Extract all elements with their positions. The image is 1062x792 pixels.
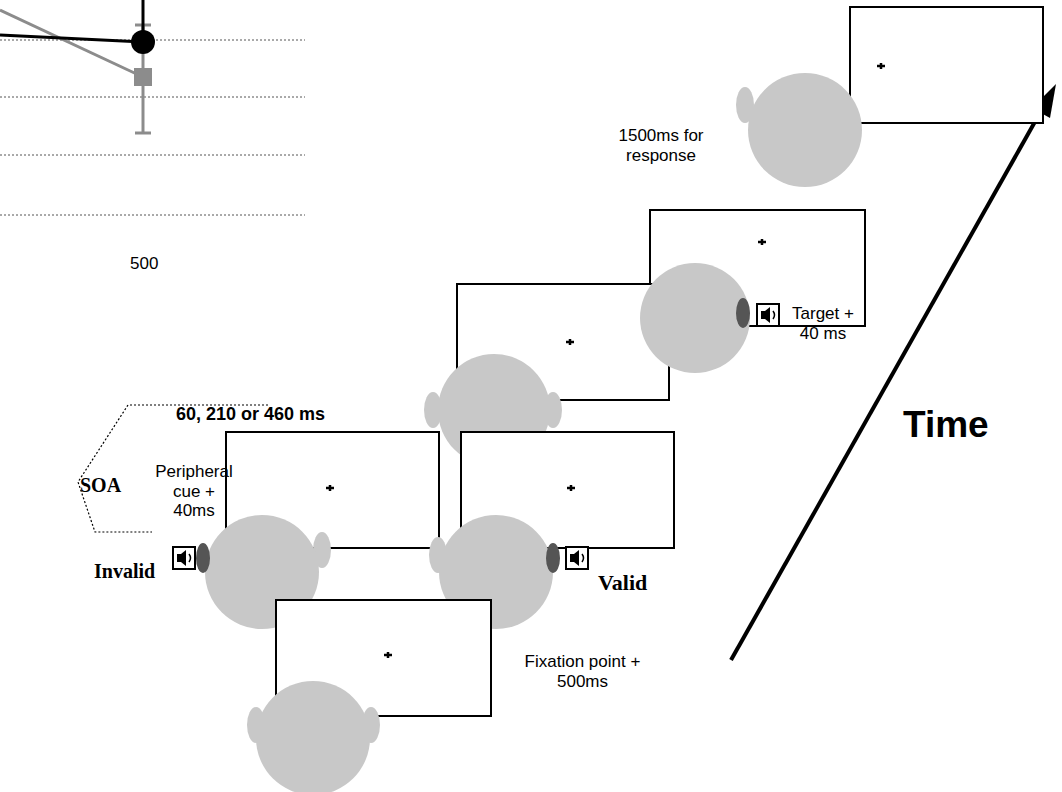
screen-fixation	[247, 600, 491, 792]
condition-label: Valid	[598, 570, 688, 595]
condition-label: Invalid	[94, 560, 184, 583]
fixation-note: Fixation point + 500ms	[500, 652, 665, 691]
response-note: 1500ms for response	[600, 126, 722, 165]
soa-values: 60, 210 or 460 ms	[176, 404, 416, 425]
soa-label: SOA	[80, 474, 150, 497]
target-note: Target + 40 ms	[782, 304, 864, 343]
time-label: Time	[903, 404, 1033, 447]
head-target	[640, 263, 779, 373]
cue-note: Peripheral cue + 40ms	[150, 462, 238, 521]
chart-fragment	[0, 0, 305, 215]
axis-tick: 500	[130, 254, 180, 274]
screen-response	[736, 7, 1043, 187]
